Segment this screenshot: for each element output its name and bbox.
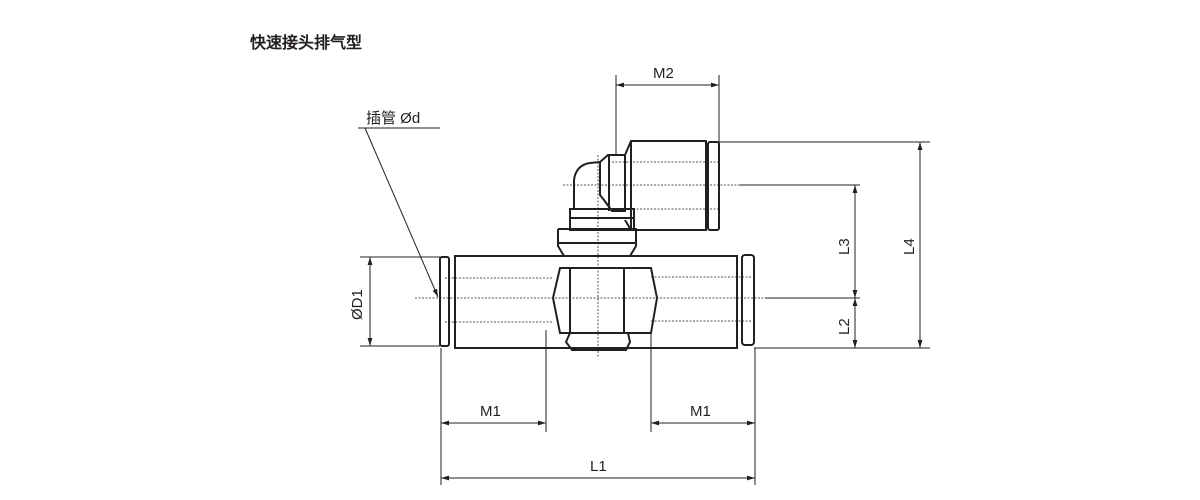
center-lines [415, 155, 860, 358]
label-l2: L2 [836, 318, 853, 335]
title: 快速接头排气型 [250, 33, 362, 52]
label-d1: ØD1 [349, 289, 366, 320]
label-m1-left: M1 [480, 403, 501, 420]
tee-body [439, 228, 755, 351]
label-l3: L3 [836, 238, 853, 255]
label-m1-right: M1 [690, 403, 711, 420]
dimensions [358, 75, 930, 485]
label-l4: L4 [901, 238, 918, 255]
label-m2: M2 [653, 65, 674, 82]
elbow-fitting [569, 140, 720, 231]
label-l1: L1 [590, 458, 607, 475]
label-tube: 插管 Ød [366, 110, 420, 127]
